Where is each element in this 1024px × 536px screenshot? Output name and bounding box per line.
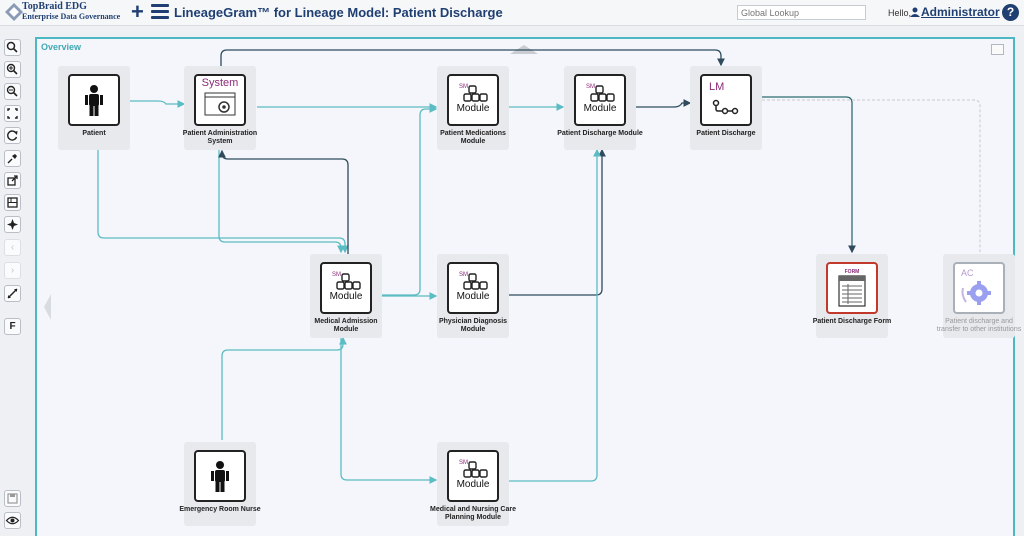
node-patient[interactable]: Patient bbox=[58, 66, 130, 150]
node-label: Patient bbox=[82, 130, 106, 137]
edge-mam-to-pas bbox=[218, 149, 349, 254]
add-icon[interactable]: + bbox=[131, 0, 144, 24]
node-label: Physician Diagnosis Module bbox=[438, 318, 508, 333]
pin-icon[interactable] bbox=[4, 150, 21, 167]
module-tag: SM bbox=[332, 272, 341, 278]
top-bar: TopBraid EDG Enterprise Data Governance … bbox=[0, 0, 1024, 26]
edge-pd-to-form bbox=[762, 96, 856, 254]
lineage-model-icon: LM bbox=[700, 74, 752, 126]
expand-icon[interactable] bbox=[4, 285, 21, 302]
node-label: Patient Medications Module bbox=[440, 130, 506, 145]
page-title: LineageGram™ for Lineage Model: Patient … bbox=[174, 5, 503, 20]
module-icon: SM Module bbox=[447, 74, 499, 126]
module-text: Module bbox=[456, 103, 490, 114]
person-icon bbox=[194, 450, 246, 502]
node-label: Patient discharge and transfer to other … bbox=[936, 318, 1022, 333]
module-tag: SM bbox=[459, 460, 468, 466]
search-icon[interactable] bbox=[4, 39, 21, 56]
module-icon: SM Module bbox=[574, 74, 626, 126]
menu-icon[interactable] bbox=[151, 4, 169, 20]
forward-icon[interactable]: › bbox=[4, 262, 21, 279]
module-text: Module bbox=[456, 291, 490, 302]
node-label: Patient Discharge Form bbox=[812, 318, 892, 325]
module-text: Module bbox=[329, 291, 363, 302]
user-menu-link[interactable]: Administrator bbox=[921, 5, 1000, 19]
module-icon: SM Module bbox=[447, 450, 499, 502]
edge-patient-to-mam bbox=[97, 142, 349, 254]
ac-gear-icon: AC bbox=[953, 262, 1005, 314]
brand-name: TopBraid EDG bbox=[22, 1, 87, 12]
edge-pas-to-pd bbox=[220, 49, 725, 68]
edge-pdm-to-pd bbox=[636, 99, 692, 108]
module-tag: SM bbox=[459, 272, 468, 278]
brand-tagline: Enterprise Data Governance bbox=[22, 12, 121, 21]
canvas-overview-label: Overview bbox=[41, 42, 82, 52]
user-icon bbox=[910, 7, 920, 17]
zoom-out-icon[interactable] bbox=[4, 83, 21, 100]
greeting: Hello, bbox=[888, 8, 912, 18]
minimize-icon[interactable] bbox=[991, 44, 1004, 55]
node-patient-administration-system[interactable]: System Patient Administration System bbox=[183, 66, 257, 150]
eye-icon[interactable] bbox=[4, 512, 21, 529]
node-medical-and-nursing-care-planning-module[interactable]: SM Module Medical and Nursing Care Plann… bbox=[430, 442, 516, 526]
module-icon: SM Module bbox=[320, 262, 372, 314]
edge-ern-to-mam bbox=[221, 336, 347, 440]
refresh-icon[interactable] bbox=[4, 127, 21, 144]
node-patient-discharge[interactable]: LM Patient Discharge bbox=[690, 66, 762, 150]
fit-icon[interactable] bbox=[4, 105, 21, 122]
zoom-in-icon[interactable] bbox=[4, 61, 21, 78]
save-icon[interactable] bbox=[4, 490, 21, 507]
edge-patient-to-pas bbox=[130, 100, 186, 108]
node-label: Medical Admission Module bbox=[314, 318, 378, 333]
topbraid-logo-icon bbox=[5, 3, 23, 21]
node-patient-discharge-and-transfer[interactable]: AC Patient discharge and transfer to oth… bbox=[937, 254, 1021, 338]
help-icon[interactable]: ? bbox=[1002, 4, 1019, 21]
node-patient-discharge-module[interactable]: SM Module Patient Discharge Module bbox=[557, 66, 643, 150]
node-physician-diagnosis-module[interactable]: SM Module Physician Diagnosis Module bbox=[437, 254, 509, 338]
scroll-left-icon[interactable] bbox=[42, 292, 52, 322]
edge-phdm-to-pdm bbox=[509, 148, 606, 296]
brand[interactable]: TopBraid EDG Enterprise Data Governance bbox=[22, 2, 120, 22]
system-tag: System bbox=[201, 77, 239, 89]
node-emergency-room-nurse[interactable]: Emergency Room Nurse bbox=[179, 442, 261, 526]
layout-icon[interactable] bbox=[4, 194, 21, 211]
node-label: Patient Discharge Module bbox=[557, 130, 643, 137]
edge-mnc-to-pdm bbox=[509, 148, 601, 482]
module-text: Module bbox=[456, 479, 490, 490]
module-tag: SM bbox=[459, 84, 468, 90]
module-tag: SM bbox=[586, 84, 595, 90]
form-tag: FORM bbox=[844, 269, 860, 275]
export-icon[interactable] bbox=[4, 172, 21, 189]
edge-pas-to-mam bbox=[218, 150, 345, 254]
node-label: Emergency Room Nurse bbox=[179, 506, 261, 513]
center-icon[interactable] bbox=[4, 216, 21, 233]
person-icon bbox=[68, 74, 120, 126]
node-patient-medications-module[interactable]: SM Module Patient Medications Module bbox=[437, 66, 509, 150]
node-label: Patient Administration System bbox=[182, 130, 258, 145]
module-icon: SM Module bbox=[447, 262, 499, 314]
edge-mam-to-pmm bbox=[382, 105, 438, 296]
form-icon: FORM bbox=[826, 262, 878, 314]
module-text: Module bbox=[583, 103, 617, 114]
edge-mam-to-mnc bbox=[340, 338, 438, 484]
edge-pd-to-ac bbox=[762, 99, 981, 252]
back-icon[interactable]: ‹ bbox=[4, 239, 21, 256]
node-medical-admission-module[interactable]: SM Module Medical Admission Module bbox=[310, 254, 382, 338]
node-label: Patient Discharge bbox=[696, 130, 756, 137]
system-icon: System bbox=[194, 74, 246, 126]
node-patient-discharge-form[interactable]: FORM Patient Discharge Form bbox=[813, 254, 891, 338]
global-lookup-input[interactable] bbox=[737, 5, 866, 20]
lm-tag: LM bbox=[709, 81, 725, 93]
ac-tag: AC bbox=[961, 268, 974, 278]
filter-button[interactable]: F bbox=[4, 318, 21, 335]
node-label: Medical and Nursing Care Planning Module bbox=[430, 506, 516, 521]
